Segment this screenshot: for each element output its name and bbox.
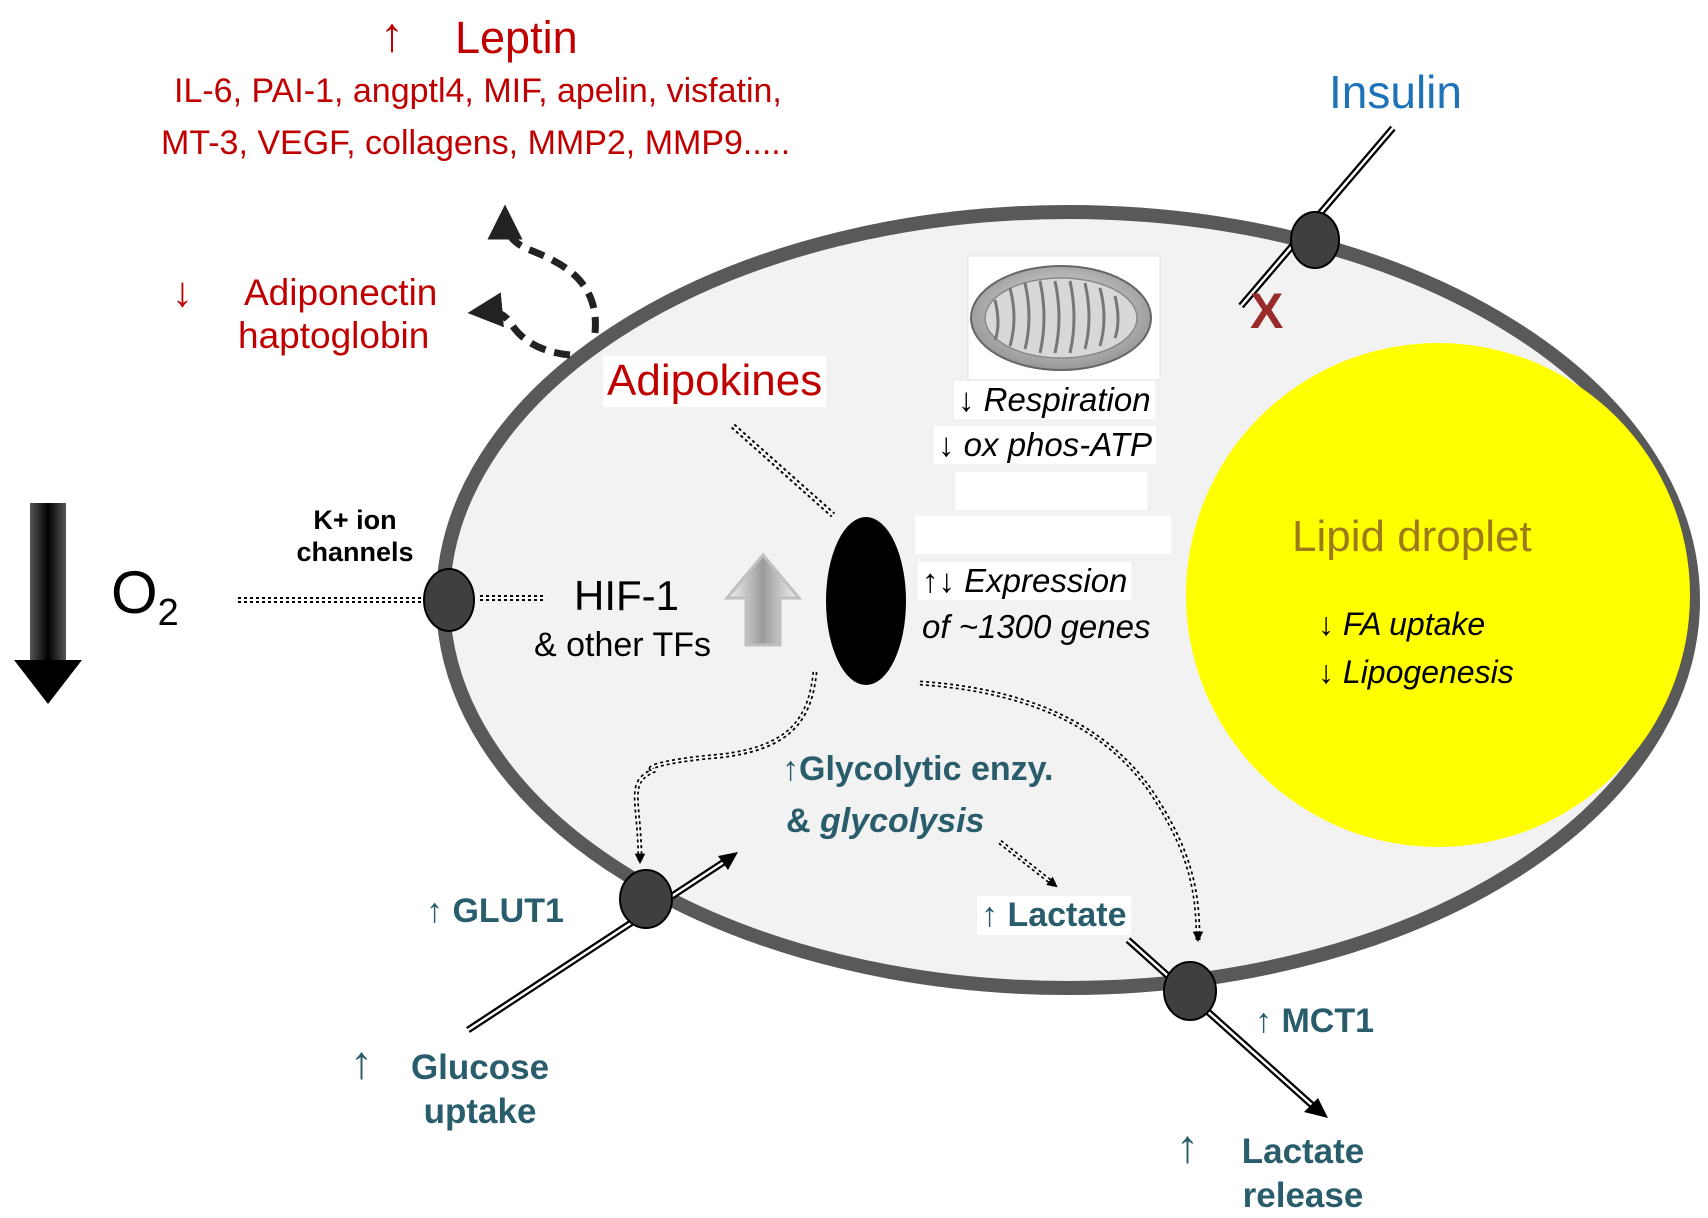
oxygen-decrease-arrow	[14, 503, 82, 704]
nucleus	[826, 517, 906, 685]
glut1-label: ↑ GLUT1	[426, 892, 564, 930]
adiponectin-label: Adiponectin	[244, 272, 438, 313]
glut1-transporter	[619, 869, 673, 929]
lactate-release-up-arrow-icon: ↑	[1176, 1120, 1199, 1172]
glycolysis-label: & glycolysis	[786, 802, 985, 840]
glycolytic-enzymes-label: ↑Glycolytic enzy.	[782, 750, 1054, 788]
insulin-blocked-x-icon: X	[1250, 283, 1284, 339]
secretion-arrows	[467, 204, 599, 359]
hif-increase-arrow	[723, 552, 803, 647]
expression-label: ↑↓ Expression	[918, 562, 1132, 600]
hif1-label: HIF-1	[574, 572, 679, 619]
lactate-transport-line	[1125, 937, 1328, 1118]
oxygen-label: O2	[111, 559, 179, 634]
respiration-label: ↓ Respiration	[954, 381, 1155, 419]
secreted-factors-line1: IL-6, PAI-1, angptl4, MIF, apelin, visfa…	[174, 72, 782, 110]
mct1-transporter	[1163, 961, 1217, 1021]
glucose-transport-line	[466, 852, 738, 1033]
glucose-up-arrow-icon: ↑	[350, 1036, 373, 1088]
lipogenesis-label: ↓ Lipogenesis	[1318, 654, 1514, 690]
adipokines-label: Adipokines	[603, 356, 827, 407]
other-tfs-label: & other TFs	[534, 626, 711, 664]
blank-label-box-2	[915, 516, 1171, 554]
k-channel	[423, 568, 475, 632]
adiponectin-down-arrow-icon: ↓	[172, 268, 193, 315]
gene-count-label: of ~1300 genes	[922, 608, 1151, 645]
lactate-label: ↑ Lactate	[977, 896, 1131, 936]
leptin-label: Leptin	[455, 12, 578, 63]
leptin-up-arrow-icon: ↑	[380, 9, 404, 62]
secreted-factors-line2: MT-3, VEGF, collagens, MMP2, MMP9.....	[161, 124, 791, 162]
mct1-label: ↑ MCT1	[1255, 1002, 1374, 1040]
oxphos-label: ↓ ox phos-ATP	[934, 426, 1156, 464]
haptoglobin-label: haptoglobin	[238, 315, 430, 356]
blank-label-box-1	[955, 472, 1147, 510]
insulin-receptor	[1238, 125, 1396, 309]
fa-uptake-label: ↓ FA uptake	[1318, 606, 1486, 642]
lipid-droplet-title: Lipid droplet	[1292, 512, 1532, 561]
insulin-label: Insulin	[1329, 66, 1462, 118]
lipid-droplet	[1186, 343, 1690, 847]
mitochondrion-icon	[967, 255, 1161, 381]
